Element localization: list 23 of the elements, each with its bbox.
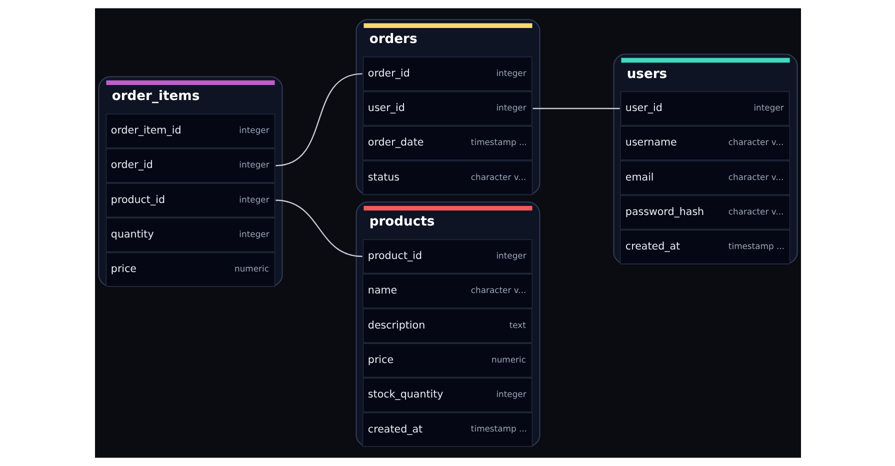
node-box: created_at timestamp ... — [362, 412, 532, 447]
node-box: price numeric — [362, 343, 532, 378]
node-box: product_id integer — [105, 182, 275, 218]
node-box: order_item_id integer — [105, 114, 275, 148]
connector — [275, 73, 362, 166]
node-box: quantity integer — [105, 218, 275, 252]
node-box: order_date timestamp ... — [362, 126, 532, 160]
node-box: stock_quantity integer — [362, 378, 532, 412]
node-box: name character v... — [362, 274, 532, 308]
node-box: user_id integer — [620, 91, 790, 126]
node-box: password_hash character v... — [619, 195, 790, 230]
node-box: created_at timestamp ... — [619, 230, 790, 264]
node-box: email character v... — [619, 160, 790, 196]
node-box: price numeric — [105, 252, 275, 287]
node-box: user_id integer — [362, 91, 532, 126]
node-box: username character v... — [619, 126, 790, 160]
connector — [532, 108, 620, 110]
node-box: status character v... — [362, 160, 532, 196]
node-box: order_id integer — [362, 56, 532, 92]
node-box: description text — [362, 308, 532, 344]
connector — [275, 200, 362, 258]
node-box: product_id integer — [362, 239, 532, 274]
node-box: order_id integer — [105, 148, 275, 183]
